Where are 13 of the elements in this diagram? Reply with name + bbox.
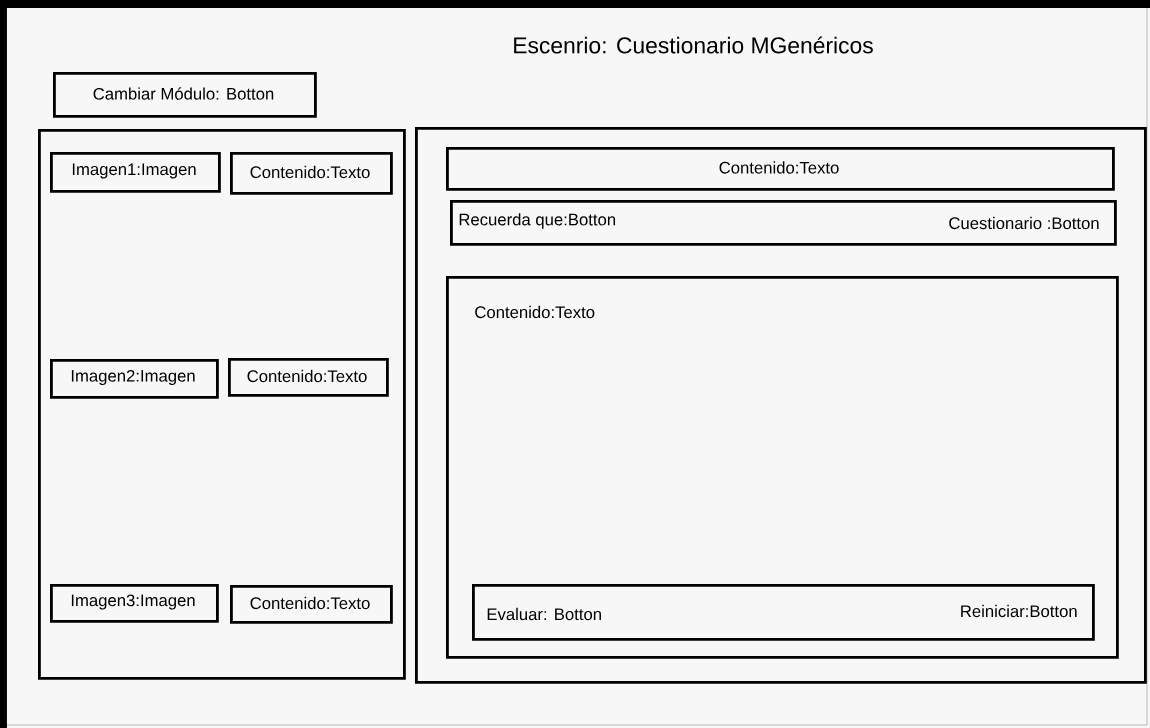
text-box: Contenido:Texto	[230, 585, 393, 624]
panel-box	[38, 129, 406, 680]
text-box: Contenido:Texto	[446, 147, 1115, 191]
bar-box: Evaluar: Botton Reiniciar:Botton	[472, 584, 1095, 641]
panel-box	[415, 127, 1147, 684]
screen-title: Escenrio: Cuestionario MGenéricos	[514, 36, 873, 54]
text-box: Imagen3:Imagen	[50, 584, 219, 623]
text-box: Cambiar Módulo: Botton	[53, 72, 317, 118]
text-box: Contenido:Texto	[230, 152, 393, 195]
bar-box: Recuerda que:Botton Cuestionario :Botton	[450, 200, 1117, 246]
text-box: Imagen2:Imagen	[50, 359, 219, 399]
text-box: Imagen1:Imagen	[50, 152, 221, 193]
text-box: Contenido:Texto	[228, 358, 389, 397]
